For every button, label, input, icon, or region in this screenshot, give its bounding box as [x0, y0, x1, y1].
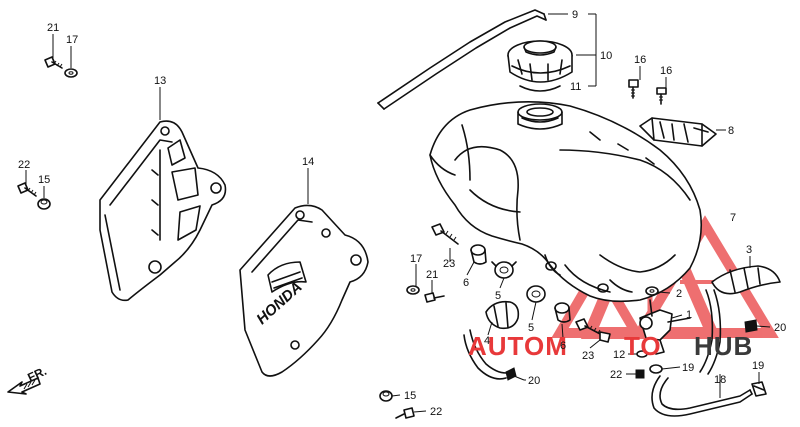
- callout-23-lower: 23: [582, 350, 594, 362]
- shroud-bracket-left: [99, 120, 227, 302]
- callout-5-upper: 5: [495, 290, 501, 302]
- bolt-23-lower: [575, 318, 611, 343]
- cushion-4: [485, 300, 520, 330]
- bolt-23-upper: [431, 223, 459, 245]
- bolt-22-bottom: [395, 407, 415, 419]
- front-direction-label: FR.: [25, 364, 48, 385]
- watermark-text: AUTOM TO HUB: [468, 331, 753, 361]
- shroud-right: HONDA: [239, 204, 369, 377]
- callout-10: 10: [600, 50, 612, 62]
- washer-2: [645, 286, 659, 296]
- washer-17-middle: [406, 285, 420, 295]
- collar-6-lower: [554, 302, 571, 323]
- fuel-line: [651, 375, 753, 417]
- callout-21-middle: 21: [426, 269, 438, 281]
- callout-22-bottom: 22: [430, 406, 442, 418]
- washer-17-upper: [64, 68, 78, 78]
- grommet-15-left: [37, 198, 51, 210]
- callout-4: 4: [484, 335, 490, 347]
- callout-22-valve: 22: [610, 369, 622, 381]
- callout-5-lower: 5: [528, 322, 534, 334]
- rubber-pad: [639, 117, 717, 147]
- clamp-19-right: [751, 381, 767, 397]
- callout-16-upper: 16: [634, 54, 646, 66]
- fuel-valve: [639, 299, 691, 355]
- front-direction-arrow: FR.: [7, 364, 49, 395]
- callout-21-upper: 21: [47, 22, 59, 34]
- callout-6-lower: 6: [560, 340, 566, 352]
- callout-8: 8: [728, 125, 734, 137]
- callout-19-valve: 19: [682, 362, 694, 374]
- fuel-tank: [429, 101, 703, 303]
- fuel-cap: [507, 40, 573, 92]
- callout-7: 7: [730, 212, 736, 224]
- callout-labels: 21 17 13 22 15 14 9 10 11 16 16 8 7 3 17…: [18, 9, 786, 418]
- callout-17-upper: 17: [66, 34, 78, 46]
- callout-23-upper: 23: [443, 258, 455, 270]
- callout-15-left: 15: [38, 174, 50, 186]
- callout-3: 3: [746, 244, 752, 256]
- bolt-21-middle: [424, 292, 445, 303]
- collar-6-upper: [470, 244, 487, 265]
- clamp-20-right: [699, 289, 758, 375]
- callout-20-left: 20: [528, 375, 540, 387]
- clamp-19-valve: [649, 364, 663, 374]
- grommet-15-bottom: [379, 390, 393, 402]
- washer-22-valve: [635, 369, 645, 379]
- bolt-22-left: [17, 182, 37, 197]
- callout-17-middle: 17: [410, 253, 422, 265]
- bolt-16-lower: [656, 87, 667, 105]
- watermark-text-left: AUTOM: [468, 331, 568, 361]
- callout-19-right: 19: [752, 360, 764, 372]
- tank-strap: [711, 265, 781, 295]
- callout-6-upper: 6: [463, 277, 469, 289]
- cushion-5-lower: [526, 285, 546, 303]
- callout-1: 1: [686, 309, 692, 321]
- clamp-20-left: [463, 329, 517, 381]
- watermark-text-mid: TO: [624, 331, 662, 361]
- bolt-21-upper: [44, 56, 63, 69]
- callout-20-right: 20: [774, 322, 786, 334]
- callout-2: 2: [676, 288, 682, 300]
- watermark-text-right: HUB: [694, 331, 753, 361]
- callout-22-left: 22: [18, 159, 30, 171]
- callout-16-lower: 16: [660, 65, 672, 77]
- callout-9: 9: [572, 9, 578, 21]
- callout-13: 13: [154, 75, 166, 87]
- callout-11: 11: [570, 81, 581, 93]
- bolt-16-upper: [628, 79, 639, 99]
- callout-12: 12: [613, 349, 625, 361]
- callout-15-bottom: 15: [404, 390, 416, 402]
- callout-18: 18: [714, 374, 726, 386]
- breather-hose: [377, 9, 547, 110]
- cushion-5-upper: [491, 261, 517, 279]
- callout-14: 14: [302, 156, 314, 168]
- leader-lines: [25, 13, 771, 413]
